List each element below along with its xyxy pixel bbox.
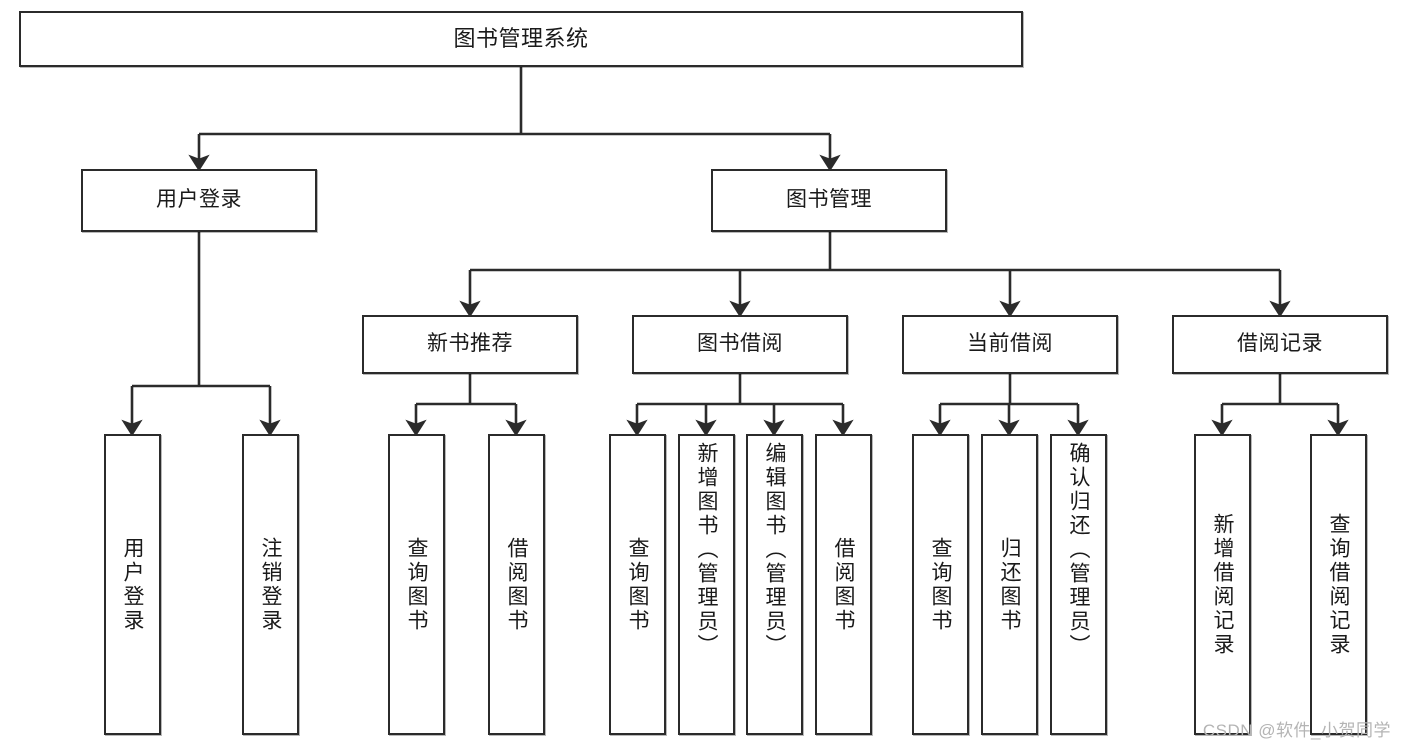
leaf-new-book-borrow-book[interactable]: 借阅图书 [488, 434, 545, 735]
leaf-current-borrow-return-book[interactable]: 归还图书 [981, 434, 1038, 735]
leaf-label: 新增图书（管理员） [695, 442, 718, 658]
leaf-label: 查询图书 [626, 536, 649, 633]
leaf-label: 确认归还（管理员） [1067, 442, 1090, 658]
node-book-management[interactable]: 图书管理 [711, 169, 947, 232]
leaf-label: 归还图书 [998, 536, 1021, 633]
node-label: 用户登录 [156, 188, 242, 212]
node-label: 新书推荐 [427, 332, 513, 356]
leaf-borrow-record-add-record[interactable]: 新增借阅记录 [1194, 434, 1251, 735]
leaf-current-borrow-confirm-return-admin[interactable]: 确认归还（管理员） [1050, 434, 1107, 735]
leaf-user-login-signin[interactable]: 用户登录 [104, 434, 161, 735]
leaf-current-borrow-query-book[interactable]: 查询图书 [912, 434, 969, 735]
leaf-label: 查询借阅记录 [1327, 512, 1350, 657]
leaf-label: 编辑图书（管理员） [763, 442, 786, 658]
node-label: 图书管理 [786, 188, 872, 212]
node-user-login[interactable]: 用户登录 [81, 169, 317, 232]
leaf-label: 借阅图书 [505, 536, 528, 633]
leaf-borrow-record-query-record[interactable]: 查询借阅记录 [1310, 434, 1367, 735]
leaf-book-borrow-query-book[interactable]: 查询图书 [609, 434, 666, 735]
leaf-label: 查询图书 [405, 536, 428, 633]
node-borrow-record[interactable]: 借阅记录 [1172, 315, 1388, 374]
leaf-label: 注销登录 [259, 536, 282, 633]
leaf-label: 查询图书 [929, 536, 952, 633]
leaf-user-login-signout[interactable]: 注销登录 [242, 434, 299, 735]
node-label: 图书管理系统 [453, 26, 589, 52]
leaf-book-borrow-edit-book-admin[interactable]: 编辑图书（管理员） [746, 434, 803, 735]
node-label: 图书借阅 [697, 332, 783, 356]
leaf-label: 用户登录 [121, 536, 144, 633]
node-label: 借阅记录 [1237, 332, 1323, 356]
leaf-book-borrow-add-book-admin[interactable]: 新增图书（管理员） [678, 434, 735, 735]
node-root-book-management-system[interactable]: 图书管理系统 [19, 11, 1023, 67]
node-new-book-recommendation[interactable]: 新书推荐 [362, 315, 578, 374]
node-current-borrow[interactable]: 当前借阅 [902, 315, 1118, 374]
leaf-new-book-query-book[interactable]: 查询图书 [388, 434, 445, 735]
leaf-book-borrow-borrow-book[interactable]: 借阅图书 [815, 434, 872, 735]
leaf-label: 新增借阅记录 [1211, 512, 1234, 657]
node-book-borrow[interactable]: 图书借阅 [632, 315, 848, 374]
leaf-label: 借阅图书 [832, 536, 855, 633]
node-label: 当前借阅 [967, 332, 1053, 356]
